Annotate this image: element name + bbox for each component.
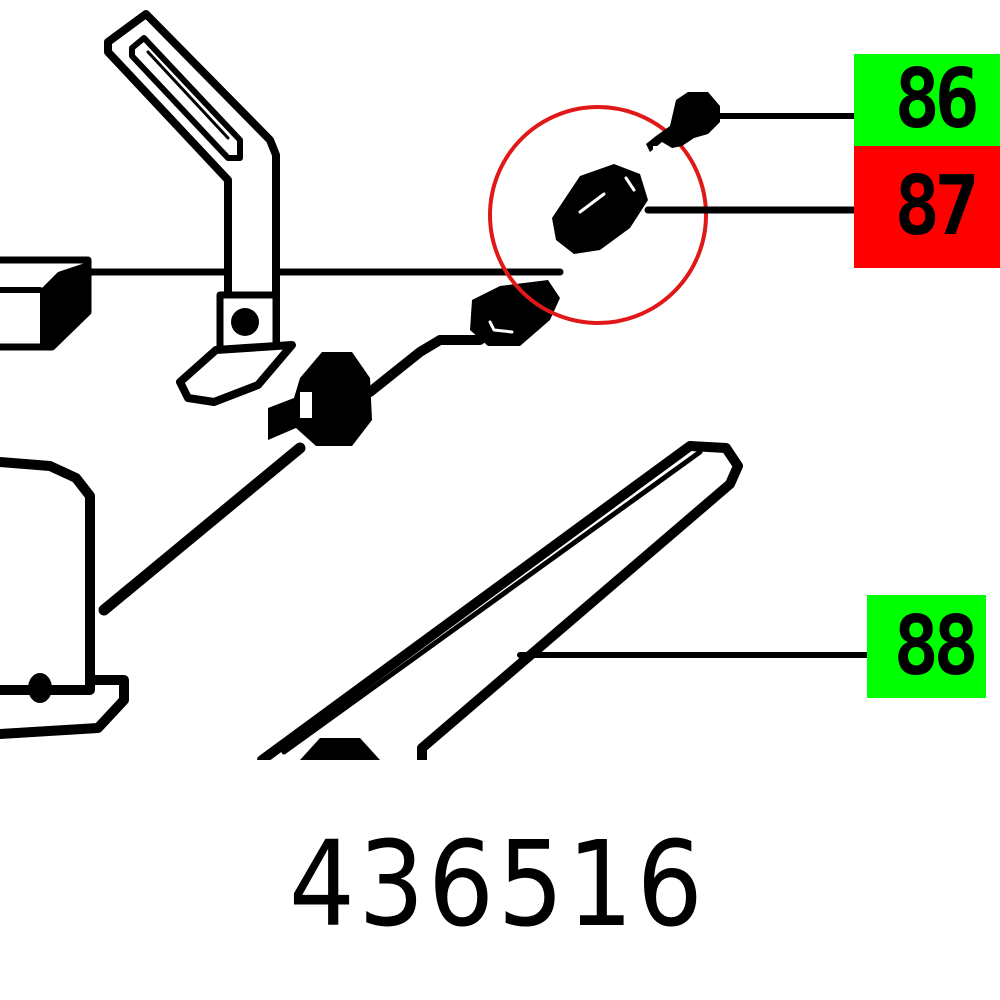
right-pivot [470, 280, 560, 346]
linkage-rod [365, 335, 485, 397]
callout-86[interactable]: 86 [854, 54, 1000, 146]
callout-87-label: 87 [894, 159, 979, 254]
callout-88-label: 88 [893, 598, 979, 694]
left-bracket [0, 442, 306, 739]
part-87-sleeve [552, 164, 884, 254]
parts-diagram [0, 10, 884, 760]
knob-wheel [268, 352, 372, 446]
slotted-lever [104, 10, 296, 406]
part-number: 436516 [288, 815, 707, 953]
callout-86-label: 86 [894, 52, 979, 147]
callout-88[interactable]: 88 [867, 595, 986, 698]
part-88-blade [257, 441, 873, 760]
part-86-ball [646, 92, 883, 153]
callout-87[interactable]: 87 [854, 146, 1000, 268]
highlight-circle [488, 105, 708, 325]
left-block [0, 256, 92, 351]
